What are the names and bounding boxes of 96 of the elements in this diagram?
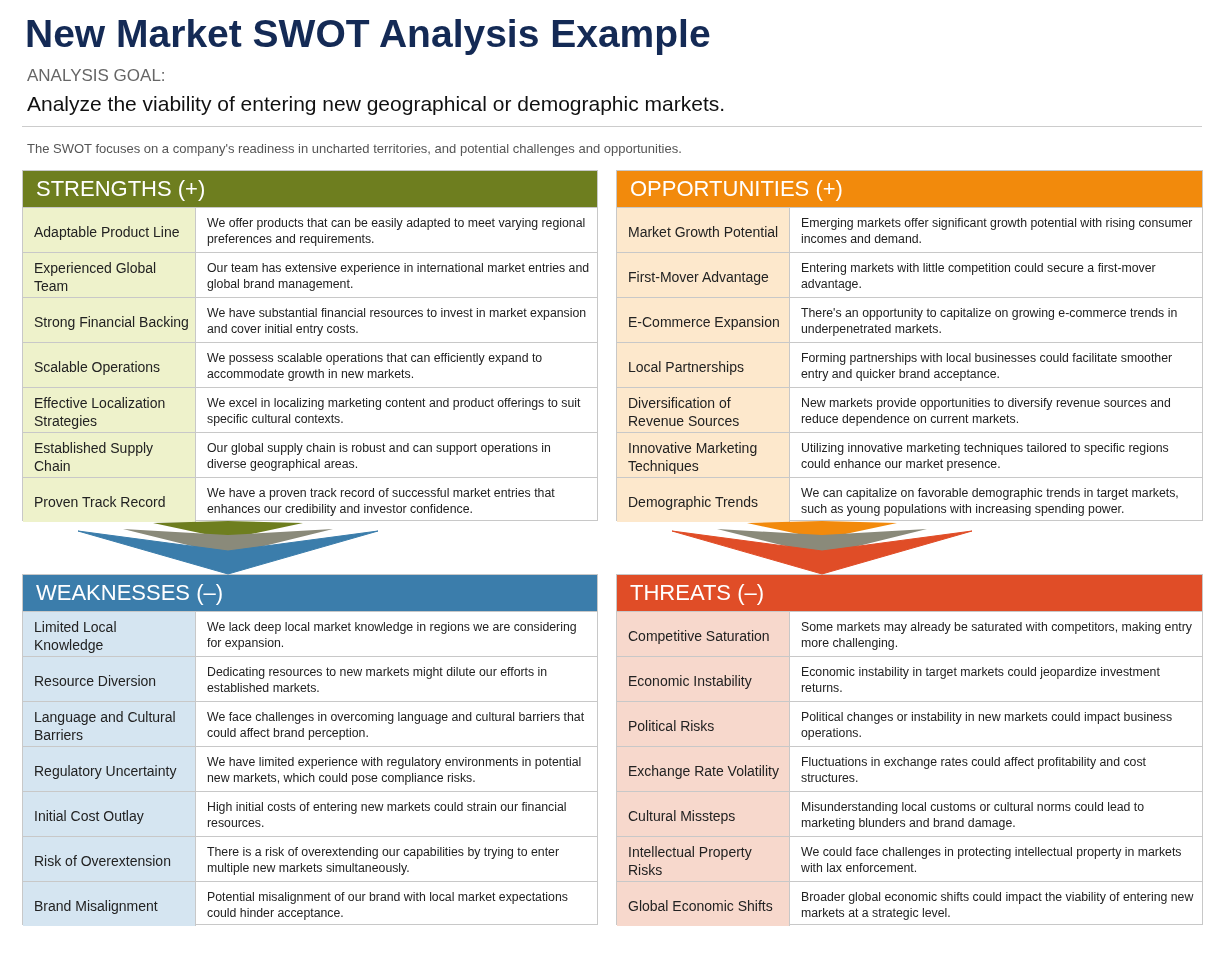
description-text: The SWOT focuses on a company's readiness in uncharted territories, and potential challenges and opportunities.: [27, 141, 682, 156]
section-header: STRENGTHS (+): [23, 171, 597, 207]
factor-description: We excel in localizing marketing content and product offerings to suit specific cultural contexts.: [195, 388, 597, 432]
factor-name: Resource Diversion: [23, 657, 195, 701]
table-row: [617, 701, 1202, 746]
factor-description: Utilizing innovative marketing techniques tailored to specific regions could enhance our market presence.: [789, 433, 1202, 477]
table-row: [617, 252, 1202, 297]
factor-description: We face challenges in overcoming language and cultural barriers that could affect brand perception.: [195, 702, 597, 746]
title: New Market SWOT Analysis Example: [25, 12, 711, 56]
table-row: [617, 746, 1202, 791]
factor-description: We have limited experience with regulatory environments in potential new markets, which could pose compliance risks.: [195, 747, 597, 791]
factor-description: There's an opportunity to capitalize on growing e-commerce trends in underpenetrated markets.: [789, 298, 1202, 342]
chevron-arrow: [671, 521, 973, 575]
factor-description: New markets provide opportunities to diversify revenue sources and reduce dependence on current markets.: [789, 388, 1202, 432]
table-row: [617, 387, 1202, 432]
factor-name: Risk of Overextension: [23, 837, 195, 881]
factor-name: Diversification of Revenue Sources: [617, 388, 789, 432]
table-row: [617, 477, 1202, 522]
section-header: THREATS (–): [617, 575, 1202, 611]
table-row: [23, 836, 597, 881]
factor-name: Experienced Global Team: [23, 253, 195, 297]
swot-table: [22, 574, 598, 925]
factor-name: Global Economic Shifts: [617, 882, 789, 926]
factor-name: Limited Local Knowledge: [23, 612, 195, 656]
factor-name: E-Commerce Expansion: [617, 298, 789, 342]
factor-name: Brand Misalignment: [23, 882, 195, 926]
factor-name: Exchange Rate Volatility: [617, 747, 789, 791]
factor-name: Intellectual Property Risks: [617, 837, 789, 881]
table-row: [23, 791, 597, 836]
table-row: [617, 207, 1202, 252]
table-row: [23, 701, 597, 746]
swot-table: [22, 170, 598, 521]
table-row: [617, 611, 1202, 656]
section-header: OPPORTUNITIES (+): [617, 171, 1202, 207]
table-row: [23, 342, 597, 387]
table-row: [23, 432, 597, 477]
factor-name: Cultural Missteps: [617, 792, 789, 836]
table-row: [617, 836, 1202, 881]
factor-description: High initial costs of entering new markets could strain our financial resources.: [195, 792, 597, 836]
table-row: [23, 477, 597, 522]
factor-name: Language and Cultural Barriers: [23, 702, 195, 746]
factor-name: Established Supply Chain: [23, 433, 195, 477]
factor-description: Misunderstanding local customs or cultural norms could lead to marketing blunders and brand damage.: [789, 792, 1202, 836]
factor-description: Emerging markets offer significant growth potential with rising consumer incomes and demand.: [789, 208, 1202, 252]
factor-name: Market Growth Potential: [617, 208, 789, 252]
swot-table: [616, 574, 1203, 925]
chevron-arrow: [77, 521, 379, 575]
factor-name: Strong Financial Backing: [23, 298, 195, 342]
factor-description: There is a risk of overextending our capabilities by trying to enter multiple new markets simultaneously.: [195, 837, 597, 881]
section-header: WEAKNESSES (–): [23, 575, 597, 611]
factor-name: Political Risks: [617, 702, 789, 746]
table-row: [617, 297, 1202, 342]
table-row: [23, 252, 597, 297]
factor-description: Potential misalignment of our brand with local market expectations could hinder acceptance.: [195, 882, 597, 926]
factor-description: We offer products that can be easily adapted to meet varying regional preferences and requirements.: [195, 208, 597, 252]
factor-description: Broader global economic shifts could impact the viability of entering new markets at a strategic level.: [789, 882, 1202, 926]
factor-description: Some markets may already be saturated with competitors, making entry more challenging.: [789, 612, 1202, 656]
factor-name: Adaptable Product Line: [23, 208, 195, 252]
table-row: [23, 881, 597, 926]
table-row: [23, 207, 597, 252]
table-row: [23, 297, 597, 342]
factor-description: We possess scalable operations that can efficiently expand to accommodate growth in new markets.: [195, 343, 597, 387]
factor-name: Effective Localization Strategies: [23, 388, 195, 432]
table-row: [617, 656, 1202, 701]
factor-description: Our global supply chain is robust and can support operations in diverse geographical areas.: [195, 433, 597, 477]
factor-name: Economic Instability: [617, 657, 789, 701]
factor-description: Dedicating resources to new markets might dilute our efforts in established markets.: [195, 657, 597, 701]
factor-description: Forming partnerships with local businesses could facilitate smoother entry and quicker brand acceptance.: [789, 343, 1202, 387]
section-label: ANALYSIS GOAL:: [27, 66, 166, 86]
table-row: [23, 746, 597, 791]
goal-text: Analyze the viability of entering new geographical or demographic markets.: [27, 92, 726, 116]
factor-description: Our team has extensive experience in international market entries and global brand management.: [195, 253, 597, 297]
factor-description: We could face challenges in protecting intellectual property in markets with lax enforcement.: [789, 837, 1202, 881]
factor-name: Scalable Operations: [23, 343, 195, 387]
factor-name: First-Mover Advantage: [617, 253, 789, 297]
factor-description: Fluctuations in exchange rates could affect profitability and cost structures.: [789, 747, 1202, 791]
factor-description: We have substantial financial resources to invest in market expansion and cover initial entry costs.: [195, 298, 597, 342]
factor-name: Competitive Saturation: [617, 612, 789, 656]
table-row: [23, 656, 597, 701]
factor-description: Economic instability in target markets could jeopardize investment returns.: [789, 657, 1202, 701]
factor-name: Regulatory Uncertainty: [23, 747, 195, 791]
table-row: [23, 387, 597, 432]
swot-table: [616, 170, 1203, 521]
table-row: [617, 791, 1202, 836]
table-row: [617, 432, 1202, 477]
factor-name: Proven Track Record: [23, 478, 195, 522]
factor-description: Political changes or instability in new markets could impact business operations.: [789, 702, 1202, 746]
factor-name: Innovative Marketing Techniques: [617, 433, 789, 477]
factor-name: Local Partnerships: [617, 343, 789, 387]
table-row: [23, 611, 597, 656]
factor-name: Initial Cost Outlay: [23, 792, 195, 836]
table-row: [617, 881, 1202, 926]
table-row: [617, 342, 1202, 387]
factor-description: Entering markets with little competition could secure a first-mover advantage.: [789, 253, 1202, 297]
factor-description: We lack deep local market knowledge in regions we are considering for expansion.: [195, 612, 597, 656]
factor-name: Demographic Trends: [617, 478, 789, 522]
